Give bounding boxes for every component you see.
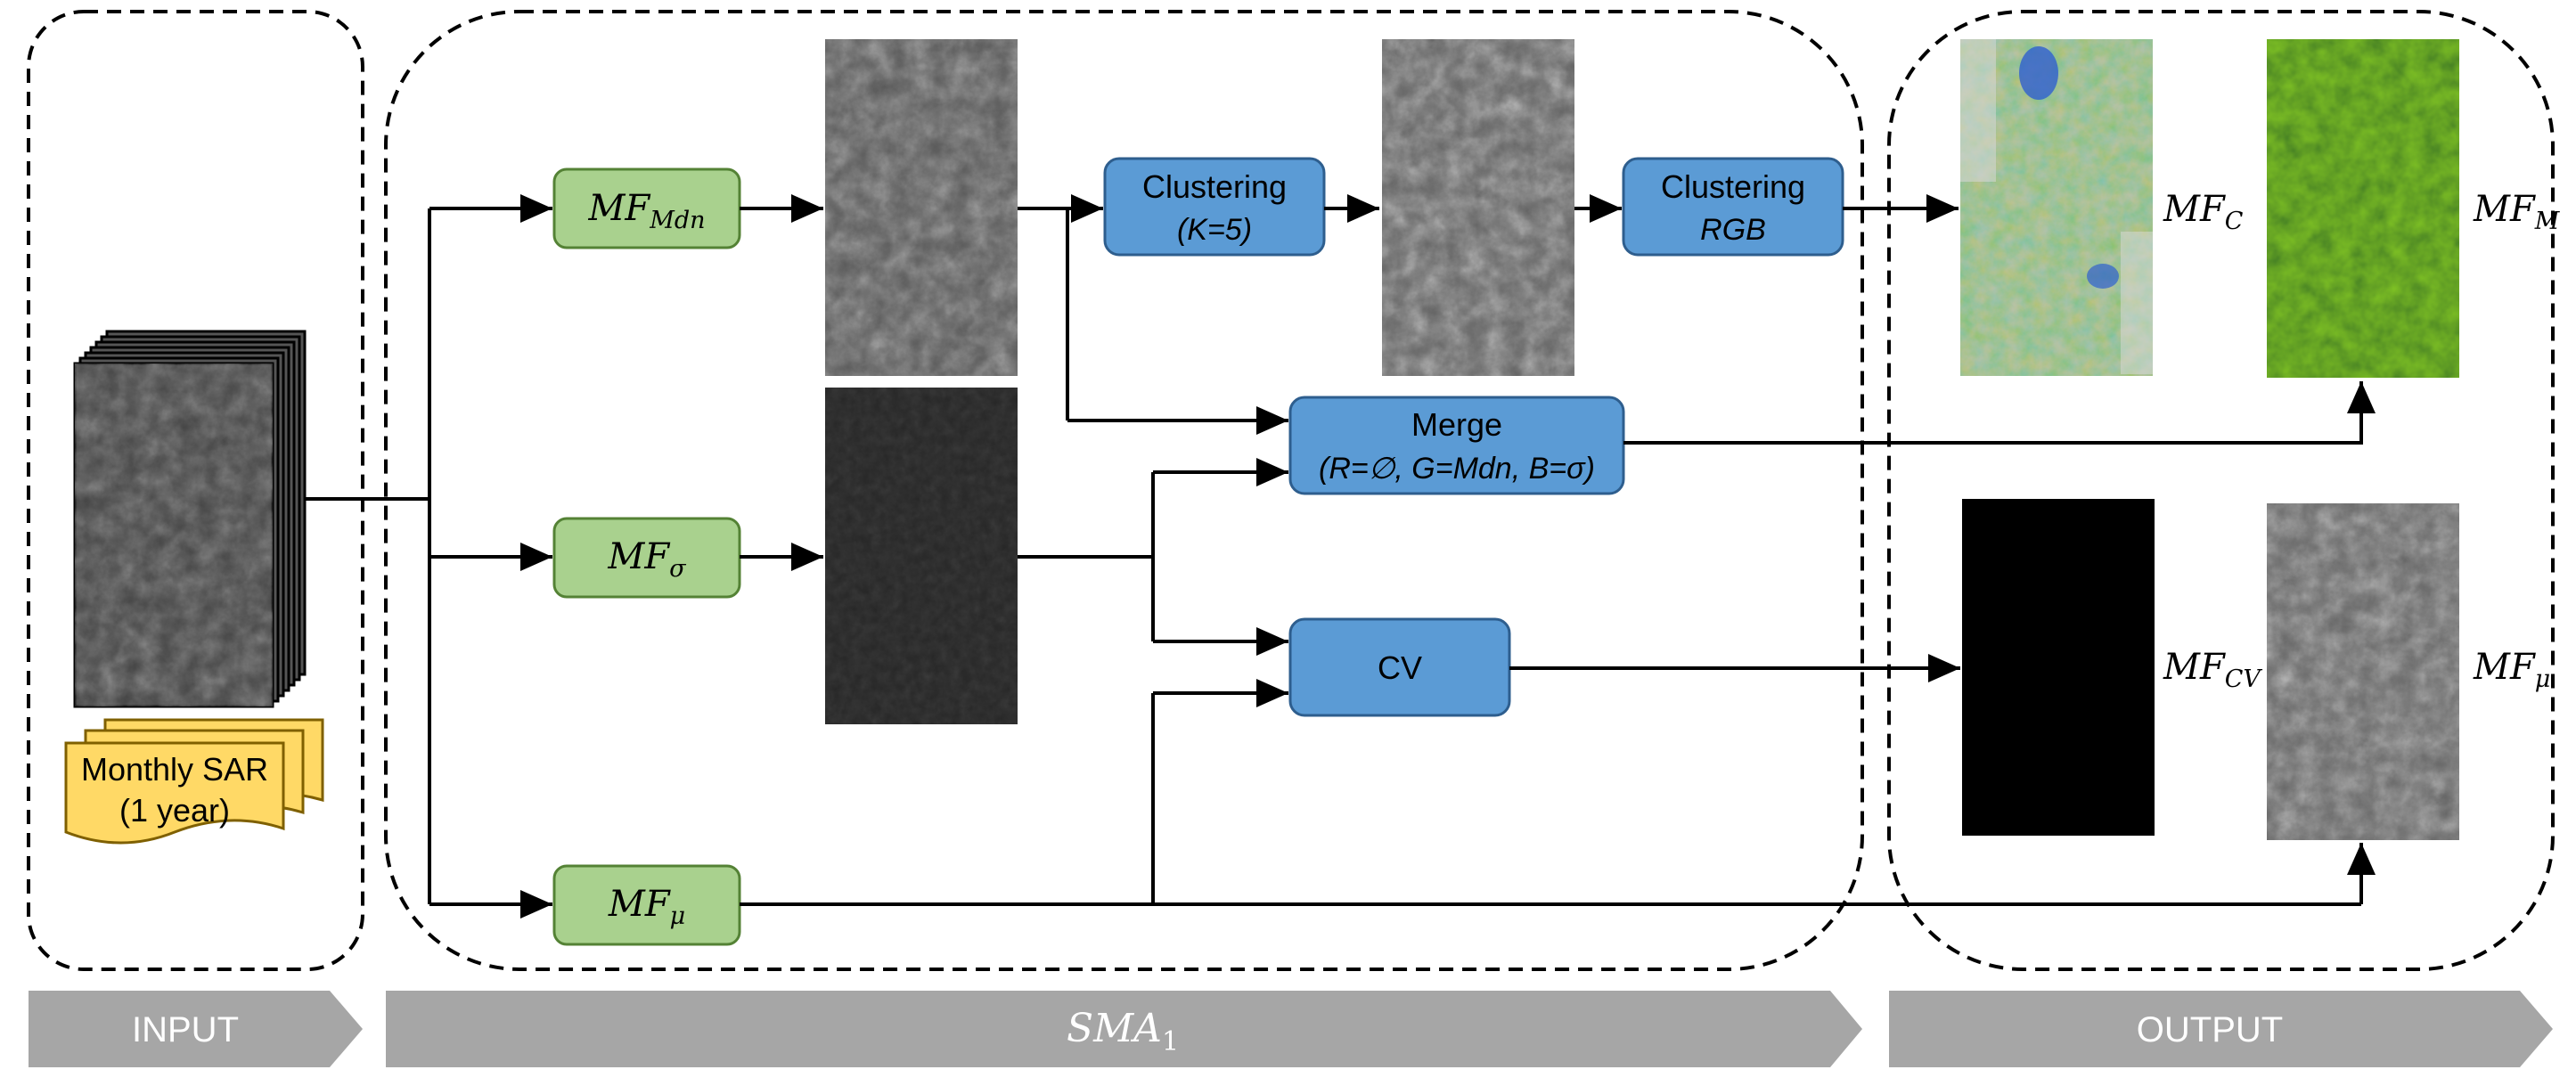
cv-box: CV: [1288, 617, 1511, 717]
clustering-k5-label: Clustering: [1142, 168, 1287, 205]
merge-param: (R=∅, G=Mdn, B=σ): [1319, 452, 1595, 486]
input-group-border: [27, 10, 364, 971]
output-mfcv-image: [1962, 499, 2155, 836]
merge-to-mfm-arrow: [1623, 381, 2376, 445]
merge-label: Merge: [1411, 406, 1502, 443]
output-group-border: [1887, 10, 2555, 971]
output-mfmu-base: MF: [2473, 647, 2536, 688]
output-mfm-image: [2267, 39, 2459, 378]
filter-mdn-sub: Mdn: [649, 207, 705, 234]
stage-sma-base: SMA: [1067, 1006, 1162, 1051]
sigma-image: [825, 388, 1018, 724]
sma-group-border: [384, 10, 1864, 971]
output-mfc-image: [1960, 39, 2153, 376]
stage-input-label: INPUT: [132, 1010, 239, 1049]
output-mfm-label: MFM: [2473, 189, 2561, 235]
sigma-connectors: [740, 458, 1288, 656]
mdn-connectors: [740, 194, 1288, 435]
stage-sma-banner: SMA1: [386, 991, 1862, 1067]
mdn-image: [825, 39, 1018, 376]
merge-box: Merge (R=∅, G=Mdn, B=σ): [1288, 396, 1625, 495]
monthly-sar-label: Monthly SAR: [81, 751, 268, 788]
stage-sma-sub: 1: [1162, 1026, 1179, 1057]
filter-sigma-base: MF: [607, 536, 670, 577]
output-mfcv-base: MF: [2163, 647, 2226, 688]
output-mfcv-label: MFCV: [2163, 647, 2262, 693]
output-mfc-sub: C: [2225, 208, 2244, 235]
output-mfm-sub: M: [2534, 208, 2561, 235]
svg-text:MFμ: MFμ: [608, 884, 685, 930]
monthly-sar-document: Monthly SAR (1 year): [64, 718, 324, 845]
svg-text:MFσ: MFσ: [607, 536, 687, 583]
filter-mu-sub: μ: [670, 902, 686, 930]
filter-sigma-box: MFσ: [552, 517, 741, 599]
output-mfm-base: MF: [2473, 189, 2536, 230]
output-mfmu-sub: μ: [2535, 665, 2551, 693]
output-mfmu-label: MFμ: [2473, 647, 2550, 693]
sar-image-stack: [73, 330, 307, 708]
output-mfc-label: MFC: [2163, 189, 2244, 235]
clustering-rgb-label: Clustering: [1661, 168, 1805, 205]
svg-text:MFMdn: MFMdn: [587, 188, 705, 234]
filter-mu-box: MFμ: [552, 864, 741, 946]
filter-mu-base: MF: [608, 884, 671, 925]
clustering-k5-param: (K=5): [1177, 213, 1252, 247]
filter-mdn-base: MF: [587, 188, 650, 229]
clustering-k5-box: Clustering (K=5): [1103, 157, 1326, 257]
filter-mdn-box: MFMdn: [552, 167, 741, 249]
output-mfc-base: MF: [2163, 189, 2226, 230]
stage-input-banner: INPUT: [29, 991, 363, 1067]
svg-text:SMA1: SMA1: [1067, 1006, 1179, 1057]
output-mfcv-sub: CV: [2225, 665, 2263, 693]
input-connectors: [305, 194, 552, 919]
clustering-rgb-box: Clustering RGB: [1622, 157, 1844, 257]
output-mfmu-image: [2267, 503, 2459, 840]
cv-label: CV: [1378, 649, 1422, 686]
monthly-sar-period: (1 year): [119, 792, 230, 829]
cluster-k5-image: [1382, 39, 1574, 376]
clustering-rgb-param: RGB: [1700, 213, 1766, 247]
stage-output-label: OUTPUT: [2137, 1010, 2283, 1049]
stage-output-banner: OUTPUT: [1889, 991, 2553, 1067]
filter-sigma-sub: σ: [669, 555, 687, 583]
mu-connectors: [740, 679, 2376, 906]
